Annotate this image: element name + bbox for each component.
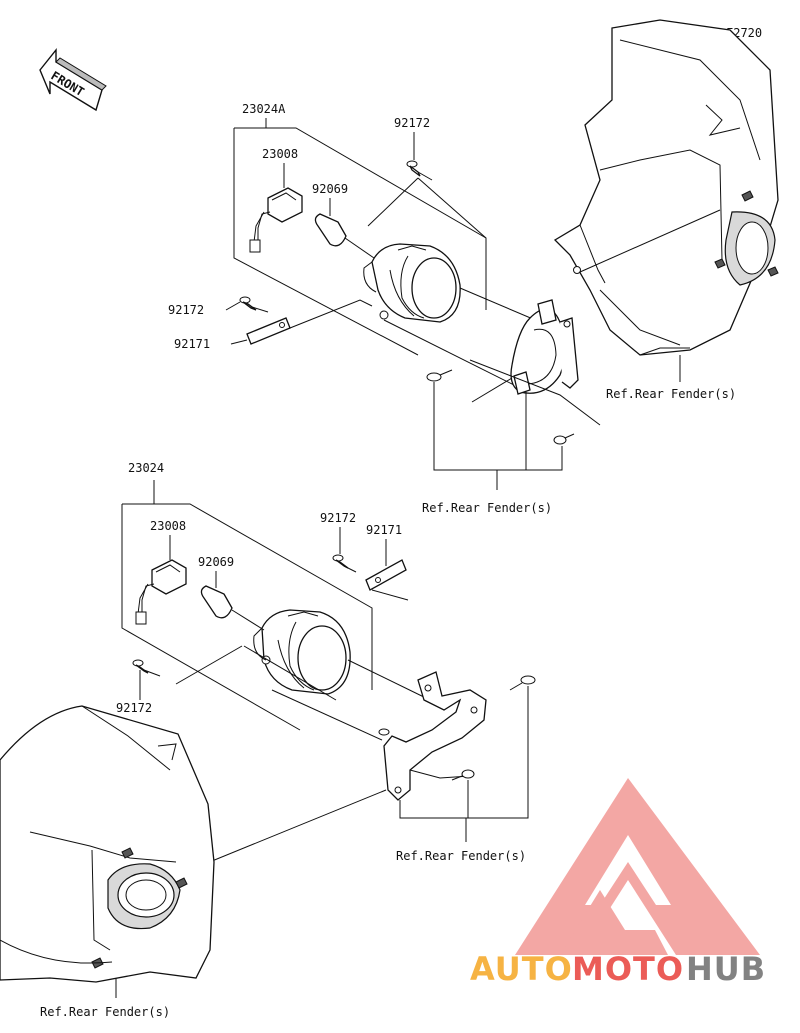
label-92171-lower: 92171 [366,523,402,537]
ref-fender-upper-mid: Ref.Rear Fender(s) [422,501,552,515]
screw-upper-ring-left [426,369,453,382]
label-23008-lower: 23008 [150,519,186,533]
screw-lower-ring-left [378,728,390,736]
rear-fender-lower [0,705,215,983]
label-23024a: 23024A [242,102,286,116]
label-92172-upper-left: 92172 [168,303,204,317]
logo-word-hub: HUB [686,950,766,988]
screw-lower-ring-bottom [451,769,475,781]
lower-lamp-assembly [115,480,536,998]
lamp-unit-lower [253,609,351,695]
label-23024: 23024 [128,461,164,475]
automotohub-logo [515,778,760,955]
screw-92172-upper-top [406,160,433,181]
ref-fender-upper-right: Ref.Rear Fender(s) [606,387,736,401]
bracket-92171-lower [365,559,409,601]
socket-23008-upper [249,187,303,253]
ref-fender-lower-mid: Ref.Rear Fender(s) [396,849,526,863]
screw-92172-upper-left [239,296,269,313]
lamp-unit-upper [363,243,461,323]
label-92172-lower-left: 92172 [116,701,152,715]
label-23008-upper: 23008 [262,147,298,161]
label-92172-lower-top: 92172 [320,511,356,525]
screw-lower-ring-right [509,675,536,691]
logo-word-auto: AUTO [470,950,573,988]
socket-23008-lower [135,559,187,625]
ref-fender-lower-left: Ref.Rear Fender(s) [40,1005,170,1019]
front-arrow-icon: FRONT [39,48,107,112]
logo-word-moto: MOTO [572,950,684,988]
label-92069-upper: 92069 [312,182,348,196]
screw-92172-lower-top [332,554,357,573]
mount-bracket-lower [383,671,487,801]
upper-lamp-assembly [233,118,721,490]
bulb-92069-upper [314,213,347,247]
screw-92172-lower-left [132,659,161,677]
mount-ring-upper [469,299,601,426]
rear-fender-upper [553,19,779,356]
label-92172-upper-top: 92172 [394,116,430,130]
bracket-92171-upper [246,299,373,345]
screw-upper-ring-bottom [553,433,575,445]
label-92069-lower: 92069 [198,555,234,569]
label-92171-upper: 92171 [174,337,210,351]
bulb-92069-lower [200,585,233,619]
